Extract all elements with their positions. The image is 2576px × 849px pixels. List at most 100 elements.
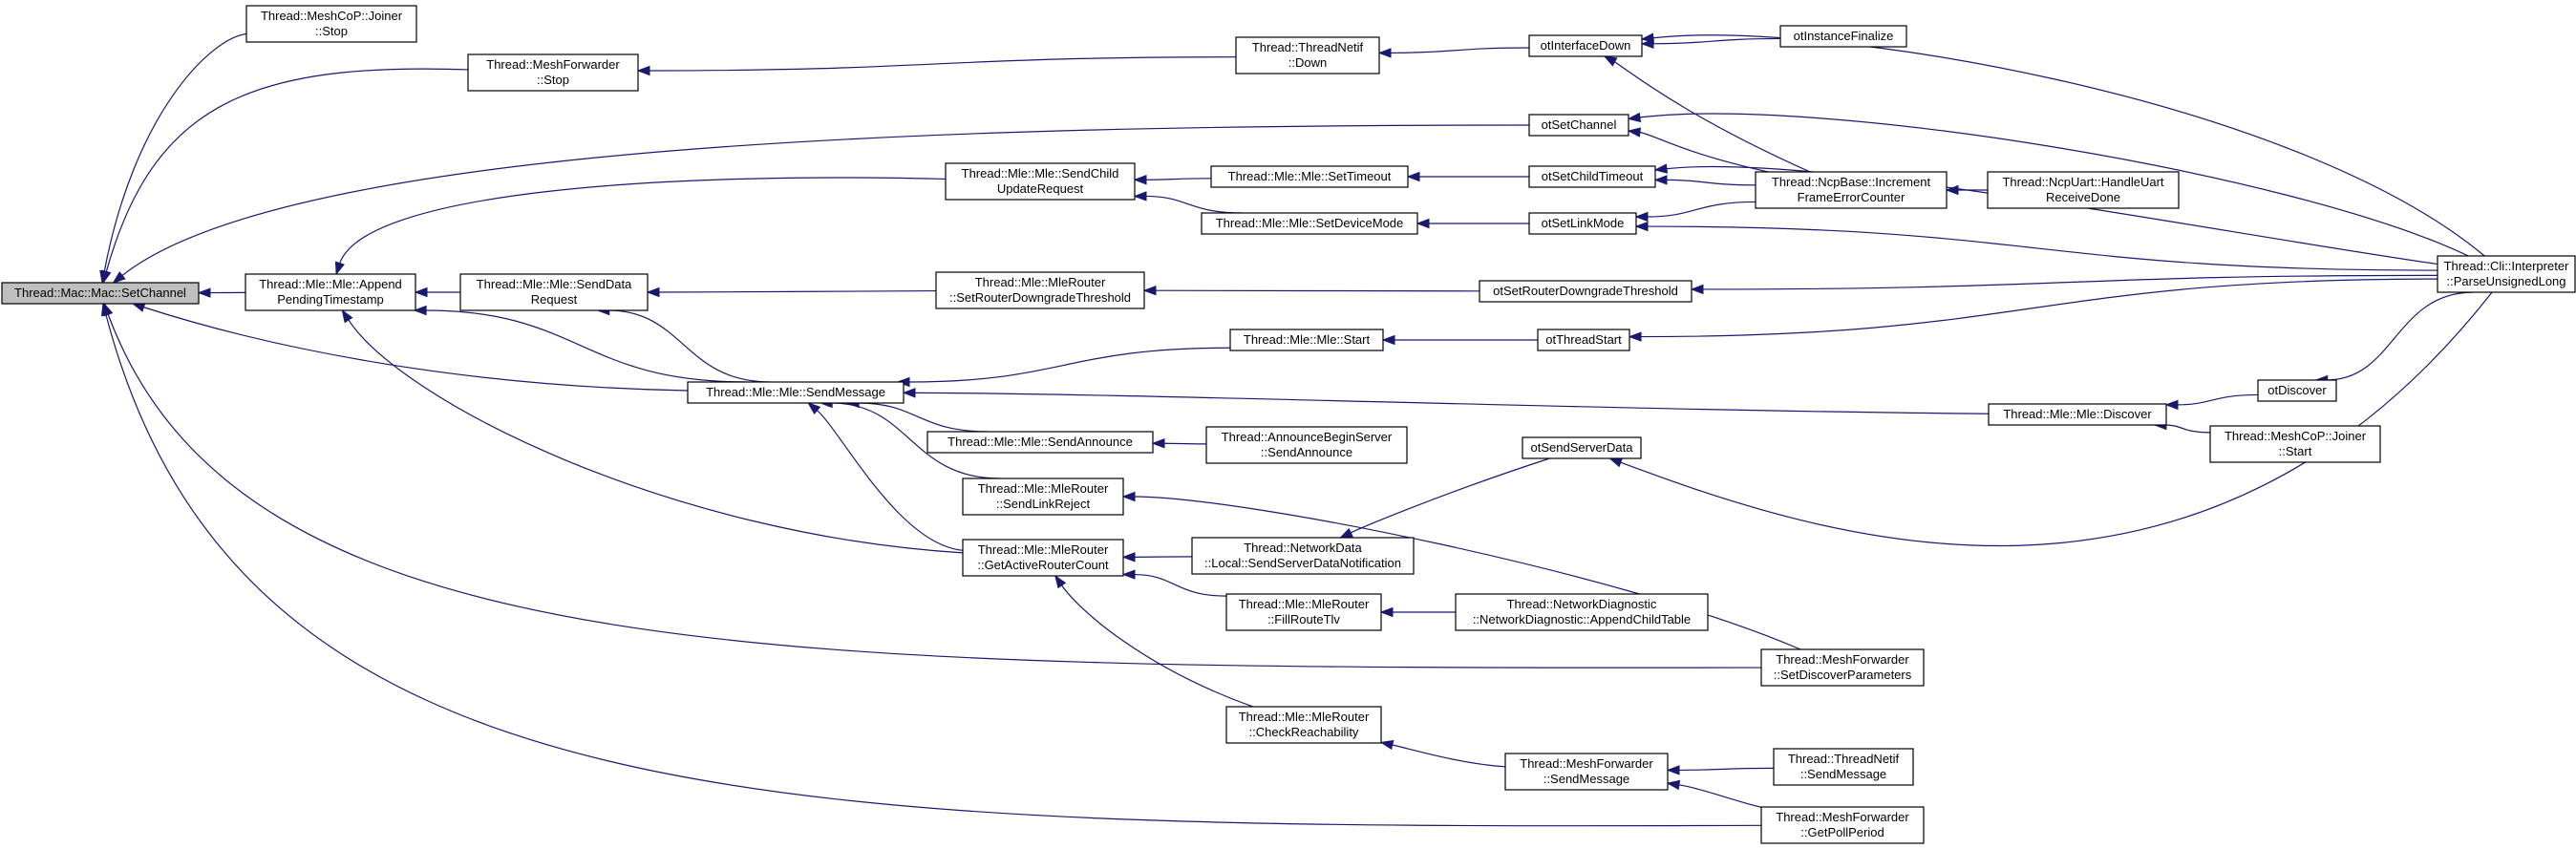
node-box-otinstfin[interactable] — [1779, 25, 1907, 48]
node-setdiscover[interactable]: Thread::MeshForwarder::SetDiscoverParame… — [1760, 648, 1925, 687]
node-box-joinerstop[interactable] — [245, 5, 417, 43]
node-cliparse[interactable]: Thread::Cli::Interpreter::ParseUnsignedL… — [2437, 255, 2576, 293]
edge-netifsendmsg-to-fwdsendmsg — [1677, 767, 1775, 772]
node-label-sendlinkreject-0: Thread::Mle::MleRouter — [978, 481, 1109, 496]
node-box-otsetrouterdown[interactable] — [1479, 280, 1692, 303]
node-label-netifdown-0: Thread::ThreadNetif — [1252, 40, 1364, 54]
arrowhead-appendpending-to-setchannel — [197, 287, 211, 298]
node-sendlinkreject[interactable]: Thread::Mle::MleRouter::SendLinkReject — [962, 478, 1124, 516]
node-otsetrouterdown[interactable]: otSetRouterDowngradeThreshold — [1479, 280, 1692, 303]
node-box-sendchildupd[interactable] — [945, 162, 1136, 201]
node-box-otsetchannel[interactable] — [1528, 114, 1629, 137]
node-otdiscover[interactable]: otDiscover — [2257, 379, 2337, 402]
node-box-otifdown[interactable] — [1528, 34, 1643, 57]
node-otsendserver[interactable]: otSendServerData — [1522, 436, 1642, 459]
node-box-setdiscover[interactable] — [1760, 648, 1925, 687]
node-box-otsendserver[interactable] — [1522, 436, 1642, 459]
node-box-ncpuart[interactable] — [1987, 171, 2180, 209]
node-otinstfin[interactable]: otInstanceFinalize — [1779, 25, 1907, 48]
node-setdevmode[interactable]: Thread::Mle::Mle::SetDeviceMode — [1201, 212, 1418, 235]
node-box-setrouterdown[interactable] — [935, 271, 1145, 309]
node-box-otthreadstart[interactable] — [1537, 329, 1630, 351]
node-netifdown[interactable]: Thread::ThreadNetif::Down — [1235, 36, 1380, 74]
node-joinerstart[interactable]: Thread::MeshCoP::Joiner::Start — [2209, 425, 2381, 463]
node-label-cliparse-1: ::ParseUnsignedLong — [2446, 274, 2565, 288]
node-box-otsetchildto[interactable] — [1528, 165, 1656, 188]
node-box-fwdsendmsg[interactable] — [1504, 753, 1669, 791]
edge-mlediscover-to-sendmessage — [913, 392, 1990, 414]
node-sendmessage[interactable]: Thread::Mle::Mle::SendMessage — [687, 381, 905, 404]
node-box-setchannel[interactable] — [1, 282, 200, 305]
node-otifdown[interactable]: otInterfaceDown — [1528, 34, 1643, 57]
node-box-otdiscover[interactable] — [2257, 379, 2337, 402]
node-box-senddatareq[interactable] — [459, 273, 649, 311]
node-box-joinerstart[interactable] — [2209, 425, 2381, 463]
node-label-otdiscover-0: otDiscover — [2267, 383, 2327, 397]
node-box-settimeout[interactable] — [1210, 165, 1409, 188]
node-box-otsetlink[interactable] — [1528, 212, 1637, 235]
node-box-netifdown[interactable] — [1235, 36, 1380, 74]
node-label-appendpending-0: Thread::Mle::Mle::Append — [259, 277, 402, 291]
node-box-setdevmode[interactable] — [1201, 212, 1418, 235]
node-checkreach[interactable]: Thread::Mle::MleRouter::CheckReachabilit… — [1225, 706, 1382, 744]
node-box-sendmessage[interactable] — [687, 381, 905, 404]
edge-getpollperiod-to-fwdsendmsg — [1677, 784, 1762, 808]
node-announcebegin[interactable]: Thread::AnnounceBeginServer::SendAnnounc… — [1205, 426, 1408, 464]
node-fillroutetlv[interactable]: Thread::Mle::MleRouter::FillRouteTlv — [1225, 593, 1382, 631]
arrowhead-fwdsendmsg-to-checkreach — [1379, 739, 1394, 751]
node-box-mlestart[interactable] — [1229, 329, 1384, 351]
node-otsetlink[interactable]: otSetLinkMode — [1528, 212, 1637, 235]
node-getactiverouter[interactable]: Thread::Mle::MleRouter::GetActiveRouterC… — [962, 539, 1124, 577]
node-fwdsendmsg[interactable]: Thread::MeshForwarder::SendMessage — [1504, 753, 1669, 791]
node-box-checkreach[interactable] — [1225, 706, 1382, 744]
node-box-netdiag[interactable] — [1455, 593, 1709, 631]
arrowhead-ncpincr-to-otifdown — [1603, 55, 1618, 67]
node-meshfwdstop[interactable]: Thread::MeshForwarder::Stop — [467, 53, 639, 92]
node-ncpincr[interactable]: Thread::NcpBase::IncrementFrameErrorCoun… — [1755, 171, 1948, 209]
node-setrouterdown[interactable]: Thread::Mle::MleRouter::SetRouterDowngra… — [935, 271, 1145, 309]
edge-setdiscover-to-setchannel — [107, 313, 1762, 669]
node-box-announcebegin[interactable] — [1205, 426, 1408, 464]
edge-getpollperiod-to-setchannel — [105, 313, 1762, 827]
edges-layer — [99, 32, 2493, 827]
node-box-sendannounce[interactable] — [926, 431, 1154, 454]
node-box-meshfwdstop[interactable] — [467, 53, 639, 92]
node-sendannounce[interactable]: Thread::Mle::Mle::SendAnnounce — [926, 431, 1154, 454]
arrowhead-netdatalocal-to-getactiverouter — [1121, 552, 1136, 562]
node-box-fillroutetlv[interactable] — [1225, 593, 1382, 631]
node-settimeout[interactable]: Thread::Mle::Mle::SetTimeout — [1210, 165, 1409, 188]
node-setchannel[interactable]: Thread::Mac::Mac::SetChannel — [1, 282, 200, 305]
node-label-ncpincr-1: FrameErrorCounter — [1798, 190, 1905, 204]
node-box-appendpending[interactable] — [245, 273, 416, 311]
node-box-getactiverouter[interactable] — [962, 539, 1124, 577]
node-label-setchannel-0: Thread::Mac::Mac::SetChannel — [14, 286, 186, 300]
node-otthreadstart[interactable]: otThreadStart — [1537, 329, 1630, 351]
node-box-netdatalocal[interactable] — [1191, 537, 1415, 575]
node-box-ncpincr[interactable] — [1755, 171, 1948, 209]
node-joinerstop[interactable]: Thread::MeshCoP::Joiner::Stop — [245, 5, 417, 43]
node-label-sendannounce-0: Thread::Mle::Mle::SendAnnounce — [947, 435, 1133, 449]
node-box-mlediscover[interactable] — [1988, 403, 2167, 426]
node-box-netifsendmsg[interactable] — [1773, 748, 1914, 786]
edge-sendmessage-to-appendpending — [425, 309, 747, 383]
arrowhead-otthreadstart-to-mlestart — [1381, 334, 1395, 346]
node-mlediscover[interactable]: Thread::Mle::Mle::Discover — [1988, 403, 2167, 426]
node-otsetchannel[interactable]: otSetChannel — [1528, 114, 1629, 137]
node-box-cliparse[interactable] — [2437, 255, 2576, 293]
node-mlestart[interactable]: Thread::Mle::Mle::Start — [1229, 329, 1384, 351]
node-label-setdiscover-1: ::SetDiscoverParameters — [1774, 668, 1912, 682]
node-box-sendlinkreject[interactable] — [962, 478, 1124, 516]
node-netifsendmsg[interactable]: Thread::ThreadNetif::SendMessage — [1773, 748, 1914, 786]
edge-meshfwdstop-to-setchannel — [105, 68, 469, 273]
node-otsetchildto[interactable]: otSetChildTimeout — [1528, 165, 1656, 188]
node-netdatalocal[interactable]: Thread::NetworkData::Local::SendServerDa… — [1191, 537, 1415, 575]
node-box-getpollperiod[interactable] — [1760, 806, 1925, 844]
edge-cliparse-to-otdiscover — [2326, 291, 2474, 381]
edge-ncpincr-to-otsetchannel — [1638, 131, 1769, 173]
node-netdiag[interactable]: Thread::NetworkDiagnostic::NetworkDiagno… — [1455, 593, 1709, 631]
node-getpollperiod[interactable]: Thread::MeshForwarder::GetPollPeriod — [1760, 806, 1925, 844]
